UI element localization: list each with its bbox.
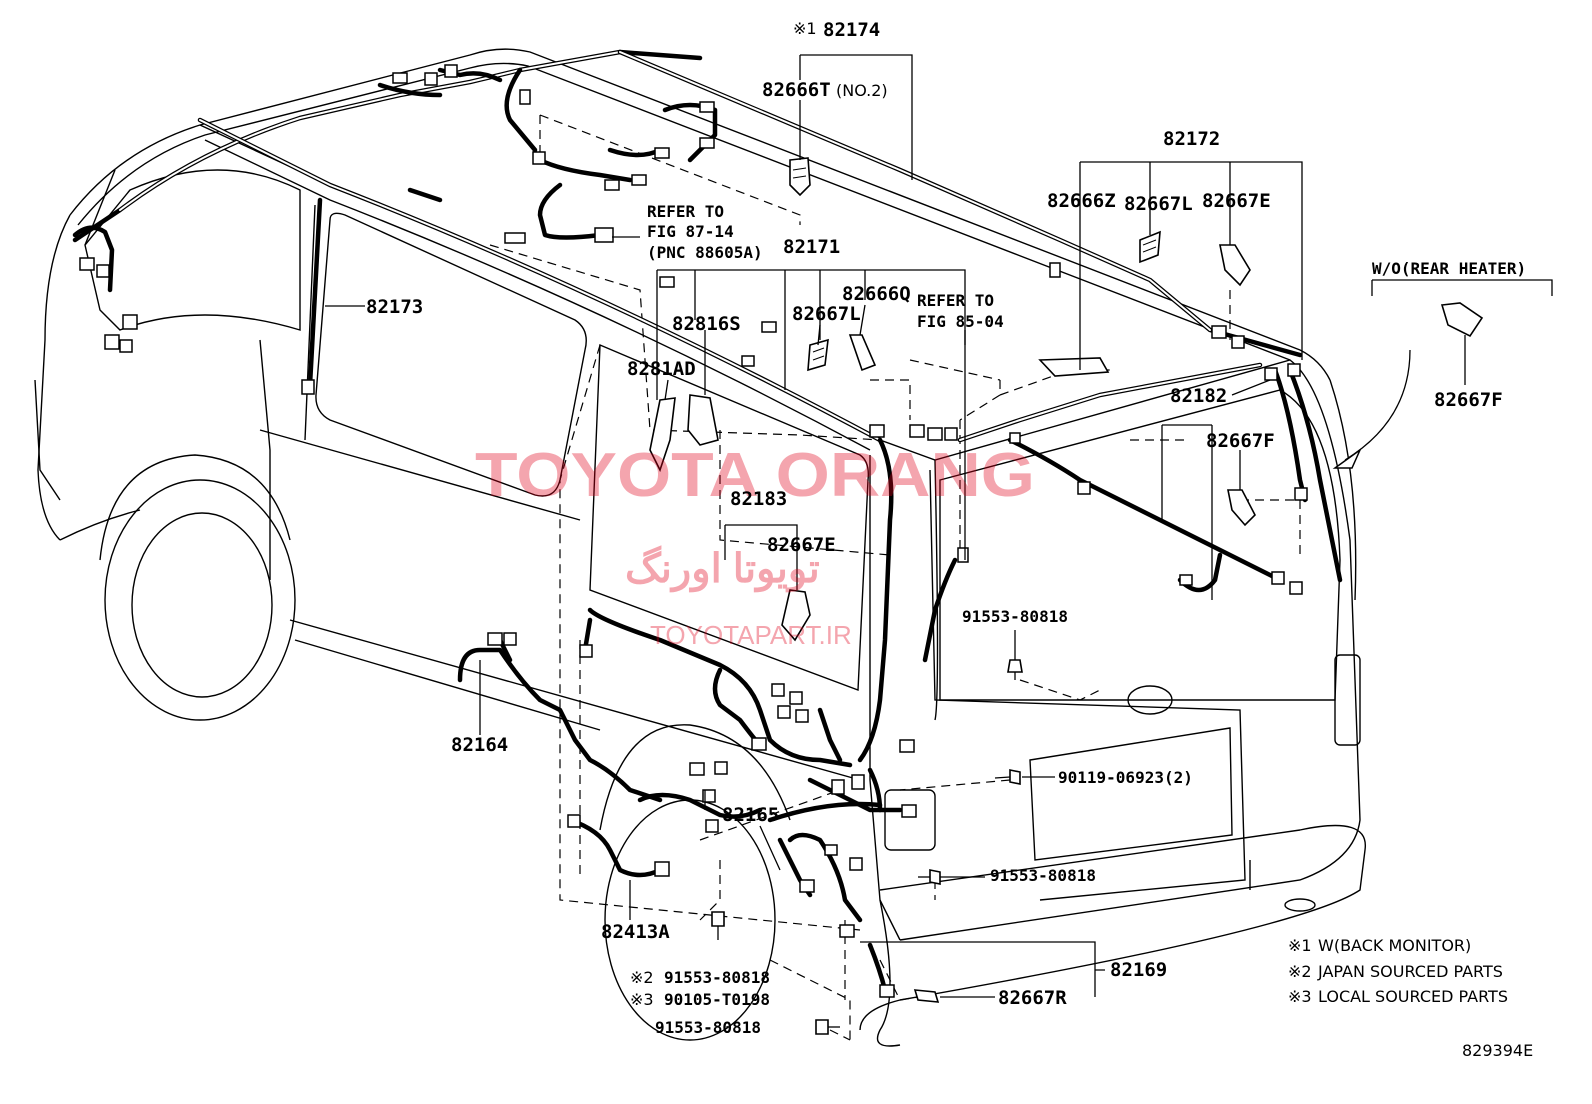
bolt-91553-c (711, 911, 725, 940)
label-82666Z: 82666Z (1047, 190, 1116, 212)
label-8281AD: 8281AD (627, 358, 696, 380)
label-82667F-right: 82667F (1434, 389, 1503, 411)
watermark: TOYOTA ORANG تویوتا اورنگ TOYOTAPART.IR (475, 441, 1035, 650)
note-2-text: JAPAN SOURCED PARTS (1317, 962, 1503, 981)
label-82667R: 82667R (998, 987, 1067, 1009)
bolt-90119 (994, 769, 1021, 785)
label-82667F-mid: 82667F (1206, 430, 1275, 452)
ref-85-04-line2: FIG 85-04 (917, 312, 1004, 331)
label-82173: 82173 (366, 296, 423, 318)
label-82667L-mid: 82667L (792, 303, 861, 325)
legend-notes: ※1 W(BACK MONITOR) ※2 JAPAN SOURCED PART… (1288, 936, 1508, 1006)
label-82666T: 82666T (762, 79, 831, 101)
note-2-mark: ※2 (1288, 962, 1312, 981)
label-82183: 82183 (730, 488, 787, 510)
label-82172: 82172 (1163, 128, 1220, 150)
harness-side (197, 117, 1283, 763)
label-91553-80818-b: 91553-80818 (990, 866, 1096, 885)
watermark-main: TOYOTA ORANG (475, 441, 1035, 510)
ref-85-04-line1: REFER TO (917, 291, 994, 310)
label-91553-80818-c: 91553-80818 (664, 968, 770, 987)
watermark-persian: تویوتا اورنگ (625, 545, 820, 593)
variant-label: W/O(REAR HEATER) (1372, 259, 1526, 278)
label-82666T-suffix: (NO.2) (836, 81, 888, 100)
label-91553-80818-d: 91553-80818 (655, 1018, 761, 1037)
clips-and-brackets (649, 157, 1484, 1035)
label-91553-80818-c-mark: ※2 (630, 968, 654, 987)
watermark-site: TOYOTAPART.IR (650, 620, 852, 650)
harness-rear-lower (457, 607, 903, 993)
note-1-mark: ※1 (1288, 936, 1312, 955)
label-90105-T0198: 90105-T0198 (664, 990, 770, 1009)
note-1-text: W(BACK MONITOR) (1318, 936, 1471, 955)
note-3-text: LOCAL SOURCED PARTS (1318, 987, 1508, 1006)
ref-87-14-line2: FIG 87-14 (647, 222, 734, 241)
label-82174: 82174 (823, 19, 880, 41)
bolt-91553-b (918, 869, 941, 885)
label-leaders (325, 54, 1553, 998)
connectors (79, 64, 1308, 998)
note-3-mark: ※3 (1288, 987, 1312, 1006)
ref-87-14-line1: REFER TO (647, 202, 724, 221)
label-82169: 82169 (1110, 959, 1167, 981)
label-82667L-right: 82667L (1124, 193, 1193, 215)
label-90119-06923: 90119-06923(2) (1058, 768, 1193, 787)
bolt-91553-d (815, 1019, 840, 1035)
label-82667E-right: 82667E (1202, 190, 1271, 212)
label-91553-80818-a: 91553-80818 (962, 607, 1068, 626)
label-82816S: 82816S (672, 313, 741, 335)
ref-87-14-line3: (PNC 88605A) (647, 243, 763, 262)
bolt-91553-a (1007, 659, 1023, 680)
label-82174-mark: ※1 (793, 19, 817, 38)
label-82165: 82165 (722, 804, 779, 826)
label-82164: 82164 (451, 734, 508, 756)
dashed-leaders (489, 114, 1301, 1041)
part-labels: ※1 82174 82666T (NO.2) REFER TO FIG 87-1… (366, 19, 1526, 1037)
label-90105-T0198-mark: ※3 (630, 990, 654, 1009)
label-82171: 82171 (783, 236, 840, 258)
label-82182: 82182 (1170, 385, 1227, 407)
label-82667E-mid: 82667E (767, 534, 836, 556)
label-82413A: 82413A (601, 921, 670, 943)
diagram-id: 829394E (1462, 1041, 1533, 1060)
label-82666Q: 82666Q (842, 283, 911, 305)
